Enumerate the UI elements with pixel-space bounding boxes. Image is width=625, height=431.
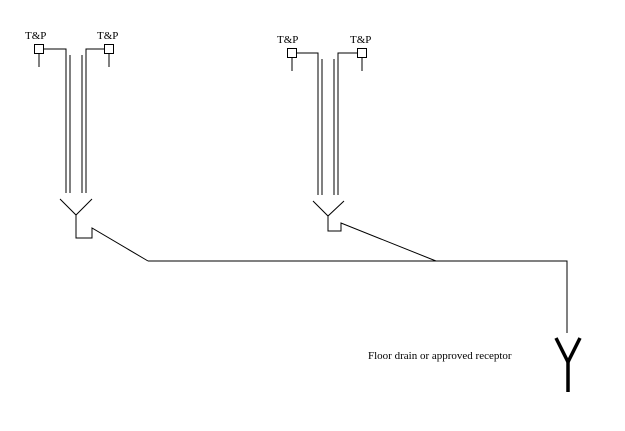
main-drain-line: [148, 260, 568, 333]
air-gap-funnel-2: [312, 200, 437, 262]
receptor-y-icon: [554, 337, 582, 366]
tp-valve-label: T&P: [97, 30, 118, 42]
tp-valve-3: T&P: [277, 34, 298, 71]
tp-valve-2: T&P: [97, 30, 118, 67]
tp-valve-label: T&P: [277, 34, 298, 46]
air-gap-funnel-1: [59, 198, 149, 262]
tp-valve-4: T&P: [350, 34, 371, 71]
valve-box: [34, 44, 44, 54]
receptor-label: Floor drain or approved receptor: [368, 350, 512, 362]
discharge-pipe: [85, 48, 104, 193]
discharge-pipe: [44, 48, 67, 193]
tp-valve-1: T&P: [25, 30, 46, 67]
valve-box: [357, 48, 367, 58]
funnel-trap: [75, 215, 149, 262]
floor-drain-receptor: Floor drain or approved receptor: [368, 337, 582, 392]
funnel-v: [312, 200, 345, 217]
tp-valve-label: T&P: [350, 34, 371, 46]
discharge-pipe: [297, 52, 319, 195]
discharge-pipe: [337, 52, 357, 195]
funnel-v: [59, 198, 93, 216]
valve-box: [104, 44, 114, 54]
valve-box: [287, 48, 297, 58]
funnel-trap: [327, 216, 437, 262]
tp-valve-label: T&P: [25, 30, 46, 42]
